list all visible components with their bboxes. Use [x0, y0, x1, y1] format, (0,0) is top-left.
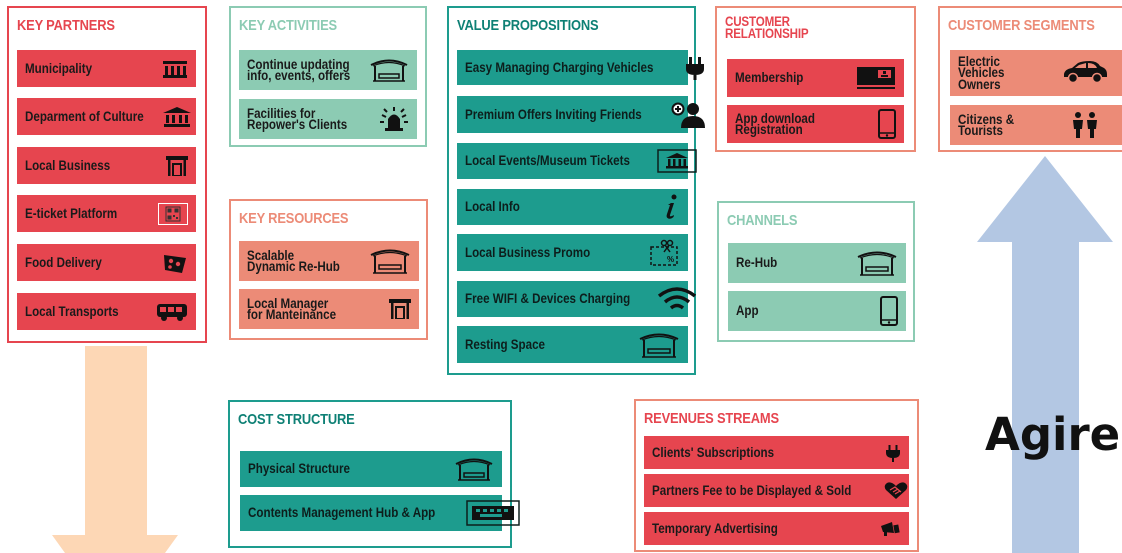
- key-partners-title: KEY PARTNERS: [17, 17, 115, 34]
- alarm-light-icon: [379, 106, 409, 132]
- info-icon: [662, 194, 680, 220]
- partner-item: Municipality: [17, 50, 196, 87]
- wifi-icon: [657, 287, 697, 311]
- down-arrow: [52, 346, 178, 553]
- shop-icon: [166, 155, 188, 176]
- value-item: Local Business Promo %: [457, 234, 688, 271]
- value-item: Premium Offers Inviting Friends: [457, 96, 705, 133]
- value-item: Local Info: [457, 189, 688, 225]
- smartphone-icon: [880, 296, 898, 326]
- canopy-icon: [856, 249, 898, 277]
- key-partners-block: KEY PARTNERS Municipality Deparment of C…: [7, 6, 207, 343]
- channel-item: Re-Hub: [728, 243, 906, 283]
- partner-item: Deparment of Culture: [17, 98, 196, 135]
- plug-icon: [885, 444, 901, 462]
- key-activities-title: KEY ACTIVITIES: [239, 17, 337, 34]
- museum-icon: [163, 106, 192, 127]
- value-item: Resting Space: [457, 326, 688, 363]
- revenue-streams-block: REVENUES STREAMS Clients' Subscriptions …: [634, 399, 919, 552]
- revenue-item: Clients' Subscriptions: [644, 436, 909, 469]
- value-item: Local Events/Museum Tickets: [457, 143, 697, 179]
- shop-icon: [389, 299, 411, 319]
- people-icon: [1070, 111, 1100, 139]
- value-propositions-block: VALUE PROPOSITIONS Easy Managing Chargin…: [447, 6, 705, 375]
- value-propositions-title: VALUE PROPOSITIONS: [457, 17, 599, 34]
- pizza-icon: [162, 252, 188, 274]
- keyboard-icon: [466, 500, 520, 526]
- side-text: Agire: [985, 408, 1121, 461]
- cost-item: Physical Structure: [240, 451, 502, 487]
- up-arrow: [977, 156, 1113, 553]
- add-person-icon: [671, 102, 707, 128]
- value-item: Free WIFI & Devices Charging: [457, 281, 697, 317]
- channel-item: App: [728, 291, 906, 331]
- svg-text:%: %: [667, 255, 674, 264]
- cost-structure-block: COST STRUCTURE Physical Structure Conten…: [228, 400, 520, 548]
- partner-item: E-ticket Platform: [17, 195, 196, 232]
- revenue-item: Temporary Advertising: [644, 512, 909, 545]
- key-resources-title: KEY RESOURCES: [239, 210, 349, 227]
- qr-code-icon: [158, 202, 188, 225]
- membership-card-icon: [856, 66, 896, 90]
- channels-title: CHANNELS: [727, 212, 798, 229]
- segment-item: Citizens &Tourists: [950, 105, 1122, 145]
- smartphone-icon: [878, 109, 896, 139]
- coupon-icon: %: [648, 239, 680, 267]
- revenue-streams-title: REVENUES STREAMS: [644, 410, 779, 427]
- relationship-item: Membership: [727, 59, 904, 97]
- revenue-item: Partners Fee to be Displayed & Sold: [644, 474, 909, 507]
- car-icon: [1062, 60, 1108, 84]
- museum-icon: [657, 149, 697, 173]
- canopy-icon: [369, 57, 409, 83]
- customer-segments-title: CUSTOMER SEGMENTS: [948, 17, 1095, 34]
- canopy-icon: [638, 331, 680, 359]
- cost-item: Contents Management Hub & App: [240, 495, 520, 531]
- plug-icon: [684, 56, 706, 80]
- canopy-icon: [369, 247, 411, 275]
- megaphone-icon: [879, 521, 901, 537]
- cost-structure-title: COST STRUCTURE: [238, 411, 355, 428]
- building-icon: [162, 60, 188, 78]
- bus-icon: [156, 302, 188, 322]
- partner-item: Food Delivery: [17, 244, 196, 281]
- partner-item: Local Transports: [17, 293, 196, 330]
- channels-block: CHANNELS Re-Hub App: [717, 201, 915, 342]
- canopy-icon: [454, 456, 494, 482]
- partner-item: Local Business: [17, 147, 196, 184]
- handshake-icon: [884, 481, 908, 501]
- value-item: Easy Managing Charging Vehicles: [457, 50, 705, 85]
